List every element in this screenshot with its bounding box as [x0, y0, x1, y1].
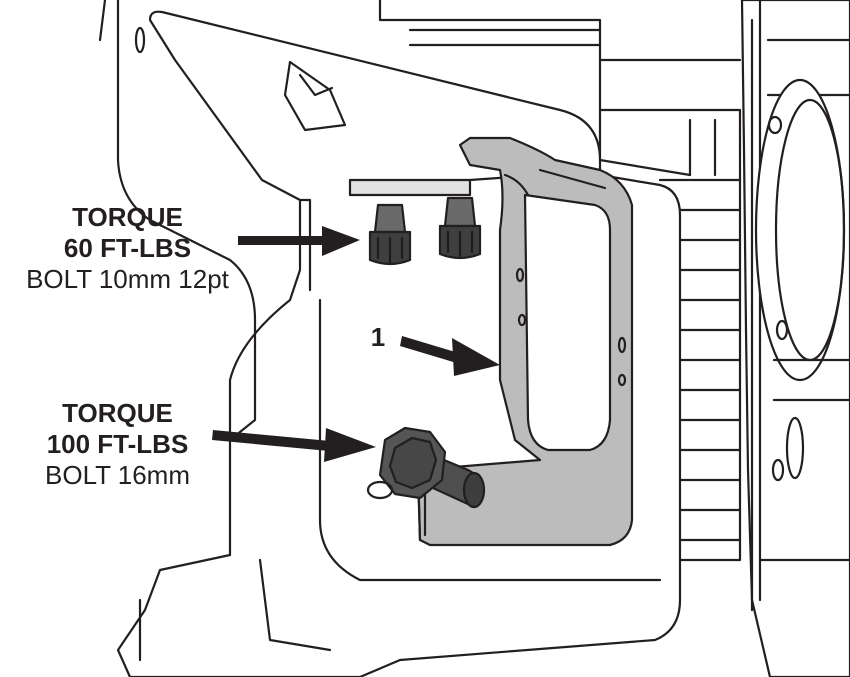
- upper-torque-value: 60 FT-LBS: [63, 233, 192, 263]
- flange-assembly: [740, 0, 850, 677]
- bracket-part-1: [416, 136, 634, 547]
- bolt-10mm-12pt-right: [438, 196, 482, 260]
- upper-bolt-spec: BOLT 10mm 12pt: [26, 264, 229, 294]
- arrow-to-large-bolt: [212, 428, 376, 462]
- arrow-to-small-bolts: [238, 226, 360, 256]
- bolt-16mm: [366, 426, 486, 509]
- upper-torque-callout: TORQUE 60 FT-LBS BOLT 10mm 12pt: [0, 202, 255, 295]
- part-number-label: 1: [370, 322, 386, 352]
- arrow-to-bracket: [400, 336, 500, 376]
- lower-torque-value: 100 FT-LBS: [46, 429, 189, 459]
- lower-torque-callout: TORQUE 100 FT-LBS BOLT 16mm: [15, 398, 220, 491]
- upper-torque-heading: TORQUE: [72, 202, 183, 232]
- lower-torque-heading: TORQUE: [62, 398, 173, 428]
- bolt-10mm-12pt-left: [368, 203, 412, 266]
- callout-arrows: [212, 226, 500, 462]
- lower-bolt-spec: BOLT 16mm: [45, 460, 190, 490]
